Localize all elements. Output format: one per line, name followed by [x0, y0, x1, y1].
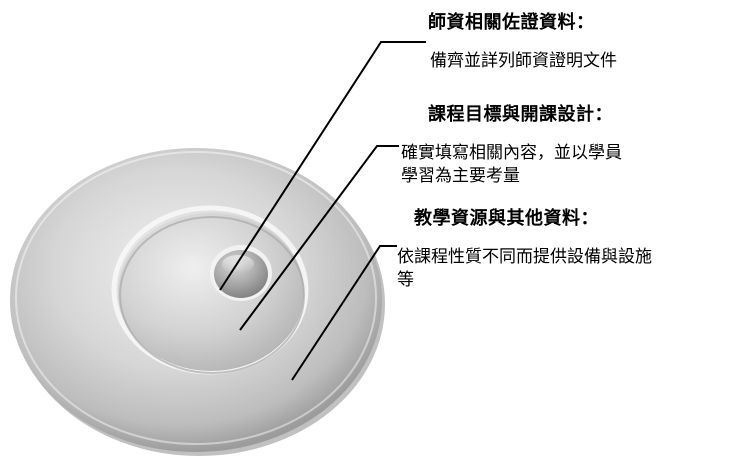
item-1-heading: 師資相關佐證資料：: [428, 12, 595, 33]
item-2-heading: 課程目標與開課設計：: [428, 104, 613, 125]
leader-line-1: [219, 41, 426, 291]
leader-line-2: [239, 145, 399, 331]
item-3-heading: 教學資源與其他資料：: [414, 208, 599, 229]
item-1-description: 備齊並詳列師資證明文件: [430, 51, 617, 71]
core-circle: [210, 245, 272, 301]
leader-line-3: [291, 245, 397, 381]
item-2-description: 確實填寫相關內容，並以學員 學習為主要考量: [401, 143, 622, 186]
middle-ring: [111, 205, 309, 375]
item-3-description: 依課程性質不同而提供設備與設施 等: [397, 247, 652, 290]
